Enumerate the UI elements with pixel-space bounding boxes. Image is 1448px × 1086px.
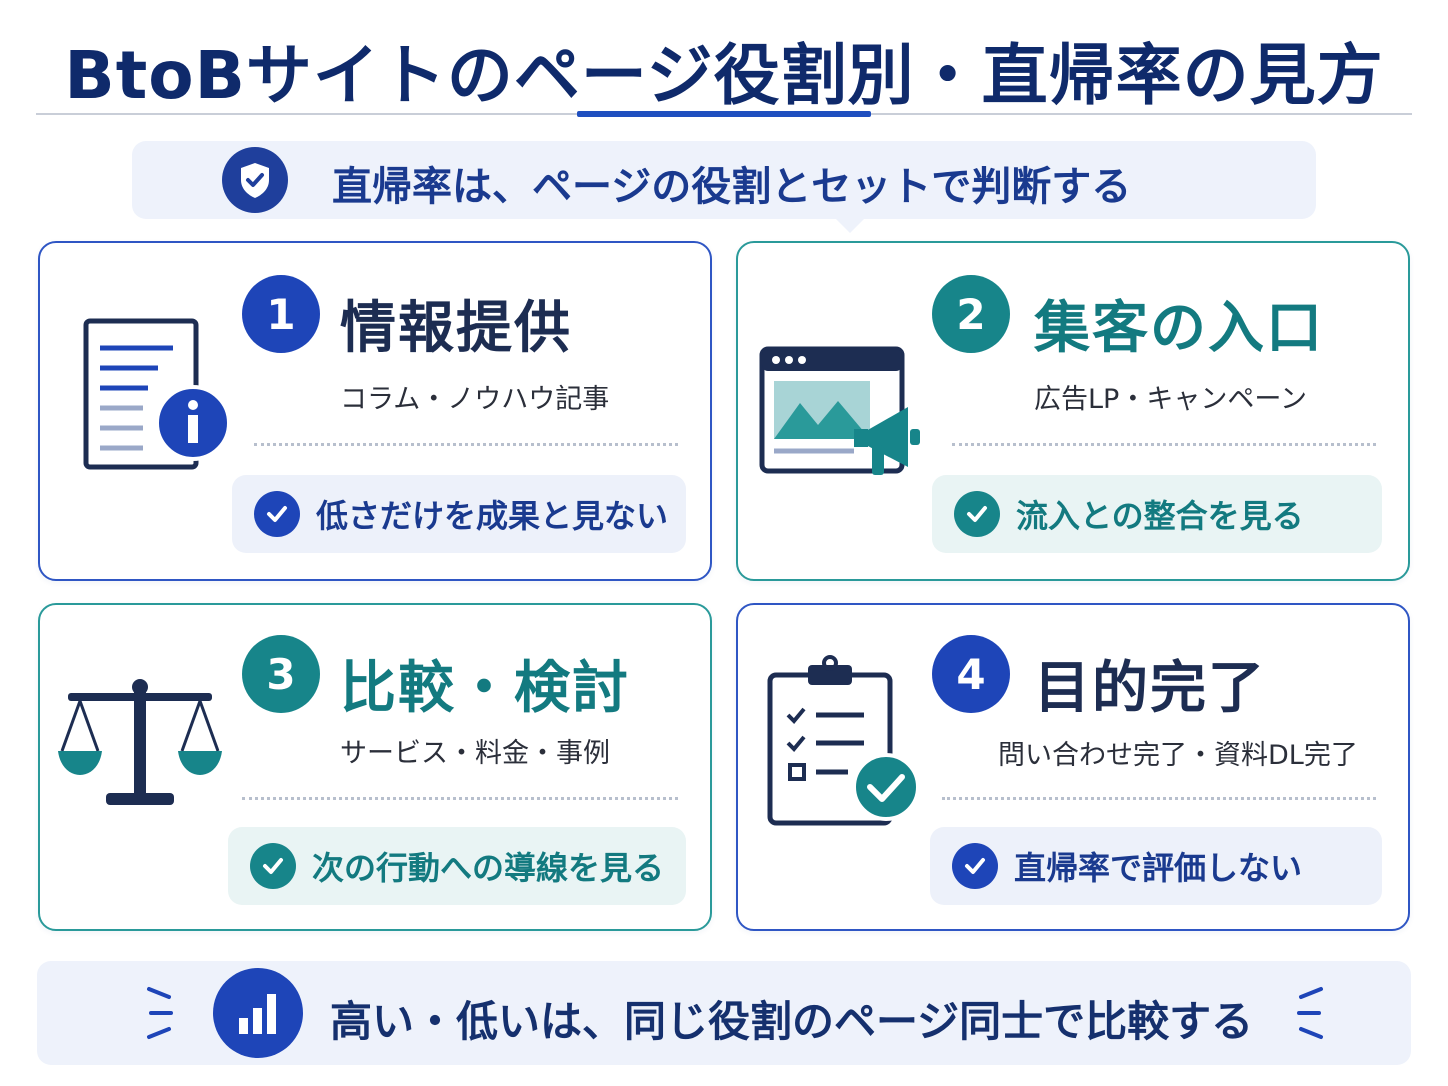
card-subtitle: 問い合わせ完了・資料DL完了: [998, 740, 1358, 771]
card-point-text: 流入との整合を見る: [1016, 497, 1304, 535]
card-title: 目的完了: [1034, 656, 1266, 721]
card-title: 情報提供: [340, 296, 572, 361]
card-divider: [242, 797, 678, 800]
card-point-text: 直帰率で評価しない: [1014, 849, 1303, 887]
card-number-badge: 4: [932, 635, 1010, 713]
bottom-text: 高い・低いは、同じ役割のページ同士で比較する: [330, 997, 1254, 1046]
principle-text: 直帰率は、ページの役割とセットで判断する: [332, 164, 1132, 210]
sparkle-right-icon: [1295, 985, 1325, 1045]
check-icon: [954, 491, 1000, 537]
card-point-text: 次の行動への導線を見る: [312, 849, 665, 887]
card-acquisition: 2 集客の入口 広告LP・キャンペーン 流入との整合を見る: [736, 241, 1410, 581]
document-info-icon: [78, 313, 238, 477]
card-title: 集客の入口: [1034, 296, 1324, 361]
clipboard-check-icon: [764, 655, 924, 835]
card-point: 直帰率で評価しない: [930, 827, 1382, 905]
card-comparison: 3 比較・検討 サービス・料金・事例 次の行動への導線を見る: [38, 603, 712, 931]
card-divider: [254, 443, 678, 446]
card-point: 次の行動への導線を見る: [228, 827, 686, 905]
shield-check-icon: [222, 147, 288, 213]
check-icon: [250, 843, 296, 889]
title-accent-bar: [577, 111, 871, 117]
bottom-banner: 高い・低いは、同じ役割のページ同士で比較する: [37, 961, 1411, 1065]
card-subtitle: 広告LP・キャンペーン: [1034, 384, 1307, 415]
bar-chart-icon: [213, 968, 303, 1058]
card-subtitle: サービス・料金・事例: [340, 738, 610, 769]
sparkle-left-icon: [145, 985, 175, 1045]
card-point: 低さだけを成果と見ない: [232, 475, 686, 553]
card-divider: [942, 797, 1376, 800]
card-completion: 4 目的完了 問い合わせ完了・資料DL完了 直帰率で評価しない: [736, 603, 1410, 931]
card-divider: [952, 443, 1376, 446]
check-icon: [254, 491, 300, 537]
card-number-badge: 3: [242, 635, 320, 713]
card-number-badge: 1: [242, 275, 320, 353]
page-title: BtoBサイトのページ役割別・直帰率の見方: [64, 37, 1384, 114]
principle-banner: 直帰率は、ページの役割とセットで判断する: [132, 141, 1316, 233]
balance-scale-icon: [58, 675, 228, 819]
card-title: 比較・検討: [340, 656, 630, 721]
card-subtitle: コラム・ノウハウ記事: [340, 384, 610, 415]
check-icon: [952, 843, 998, 889]
card-point-text: 低さだけを成果と見ない: [316, 497, 669, 535]
card-point: 流入との整合を見る: [932, 475, 1382, 553]
card-information: 1 情報提供 コラム・ノウハウ記事 低さだけを成果と見ない: [38, 241, 712, 581]
browser-megaphone-icon: [758, 341, 938, 495]
card-number-badge: 2: [932, 275, 1010, 353]
